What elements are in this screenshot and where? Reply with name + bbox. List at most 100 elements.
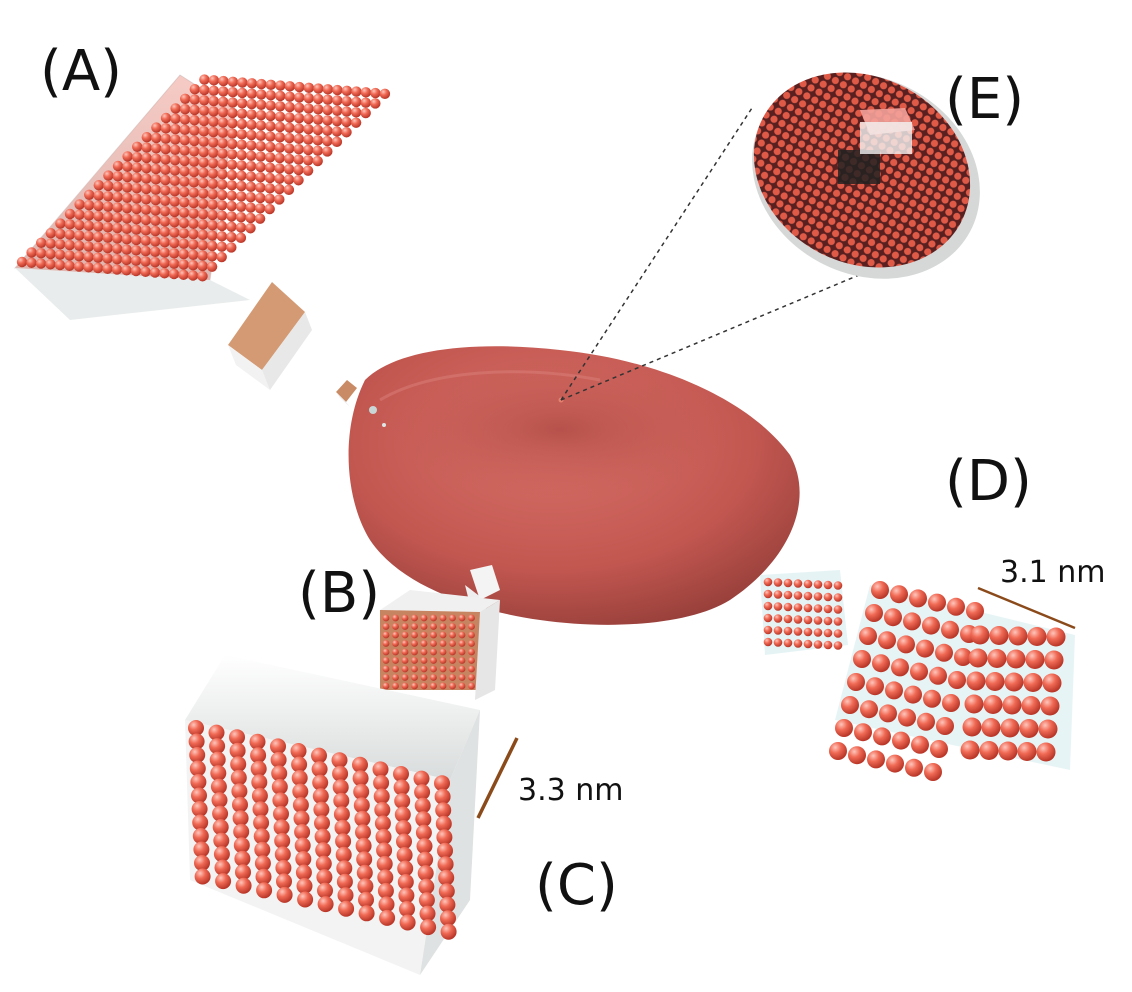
lipid-headgroup — [823, 640, 833, 650]
lipid-headgroup — [55, 218, 66, 229]
lipid-headgroup — [274, 163, 285, 174]
lipid-headgroup — [763, 625, 773, 635]
lipid-headgroup — [190, 774, 207, 790]
lipid-headgroup — [313, 104, 324, 115]
lipid-headgroup — [45, 228, 56, 239]
lipid-headgroup — [188, 208, 199, 219]
lipid-headgroup — [236, 118, 248, 130]
lipid-headgroup — [272, 792, 289, 809]
lipid-headgroup — [121, 202, 133, 214]
lipid-headgroup — [246, 129, 257, 141]
lipid-headgroup — [439, 896, 456, 913]
lipid-headgroup — [382, 631, 390, 639]
lipid-headgroup — [191, 801, 208, 817]
lipid-headgroup — [197, 240, 208, 251]
lipid-headgroup — [149, 267, 161, 278]
lipid-headgroup — [236, 149, 247, 161]
lipid-headgroup — [322, 84, 334, 95]
lipid-headgroup — [438, 869, 455, 886]
lipid-headgroup — [213, 846, 230, 863]
bilayer-block-d — [760, 570, 1075, 781]
lipid-headgroup — [353, 783, 370, 800]
lipid-headgroup — [370, 87, 381, 99]
lipid-headgroup — [763, 589, 773, 599]
lipid-headgroup — [132, 141, 143, 152]
lipid-headgroup — [303, 144, 314, 156]
lipid-headgroup — [803, 591, 813, 601]
lipid-headgroup — [230, 756, 247, 773]
lipid-headgroup — [197, 271, 208, 282]
lipid-headgroup — [211, 792, 228, 809]
lipid-headgroup — [335, 833, 352, 850]
lipid-headgroup — [420, 919, 437, 936]
lipid-headgroup — [233, 837, 250, 854]
lipid-headgroup — [1027, 627, 1047, 646]
lipid-headgroup — [188, 166, 200, 178]
lipid-headgroup — [207, 189, 218, 200]
lipid-headgroup — [236, 160, 247, 171]
lipid-headgroup — [245, 181, 257, 193]
lipid-headgroup — [150, 236, 161, 247]
lipid-headgroup — [879, 704, 897, 723]
lipid-headgroup — [83, 262, 94, 273]
lipid-headgroup — [227, 87, 238, 98]
lipid-headgroup — [208, 75, 220, 86]
lipid-headgroup — [274, 183, 285, 195]
lipid-headgroup — [317, 882, 333, 899]
lipid-headgroup — [376, 855, 393, 872]
lipid-headgroup — [823, 580, 833, 590]
lipid-headgroup — [291, 770, 308, 786]
lipid-headgroup — [813, 616, 823, 625]
lipid-headgroup — [773, 602, 783, 611]
lipid-headgroup — [865, 604, 883, 622]
lipid-headgroup — [439, 682, 447, 690]
lipid-headgroup — [436, 829, 453, 846]
lipid-headgroup — [859, 627, 877, 645]
lipid-headgroup — [208, 106, 219, 117]
lipid-headgroup — [264, 203, 275, 215]
lipid-headgroup — [141, 152, 152, 164]
lipid-headgroup — [255, 182, 266, 193]
lipid-headgroup — [468, 631, 475, 639]
lipid-headgroup — [232, 810, 249, 827]
lipid-headgroup — [160, 133, 171, 144]
lipid-headgroup — [401, 665, 409, 673]
lipid-headgroup — [841, 696, 859, 714]
lipid-headgroup — [414, 797, 431, 814]
lipid-headgroup — [193, 841, 210, 858]
lipid-headgroup — [440, 910, 456, 927]
lipid-headgroup — [458, 640, 466, 647]
lipid-headgroup — [159, 216, 171, 227]
lipid-headgroup — [64, 208, 76, 220]
lipid-headgroup — [150, 184, 161, 195]
lipid-headgroup — [187, 259, 199, 271]
lipid-headgroup — [411, 614, 418, 622]
lipid-headgroup — [392, 665, 399, 673]
lipid-headgroup — [360, 107, 371, 119]
lipid-headgroup — [867, 750, 885, 769]
lipid-headgroup — [284, 132, 295, 144]
lipid-headgroup — [168, 268, 180, 280]
lipid-headgroup — [256, 882, 273, 899]
lipid-headgroup — [392, 614, 399, 622]
lipid-headgroup — [246, 150, 257, 161]
lipid-headgroup — [783, 614, 793, 624]
lipid-headgroup — [989, 626, 1009, 645]
lipid-headgroup — [255, 161, 266, 173]
lipid-headgroup — [210, 765, 227, 782]
lipid-headgroup — [439, 631, 447, 639]
lipid-headgroup — [860, 700, 878, 719]
lipid-headgroup — [312, 774, 329, 791]
lipid-headgroup — [942, 694, 960, 712]
lipid-headgroup — [192, 828, 209, 844]
lipid-headgroup — [399, 901, 415, 917]
lipid-headgroup — [178, 217, 190, 229]
lipid-headgroup — [270, 751, 287, 768]
lipid-headgroup — [302, 165, 314, 176]
lipid-headgroup — [189, 104, 200, 116]
lipid-headgroup — [160, 185, 171, 196]
lipid-headgroup — [793, 579, 803, 588]
lipid-headgroup — [966, 671, 986, 691]
lipid-headgroup — [458, 682, 466, 690]
lipid-headgroup — [377, 882, 394, 899]
